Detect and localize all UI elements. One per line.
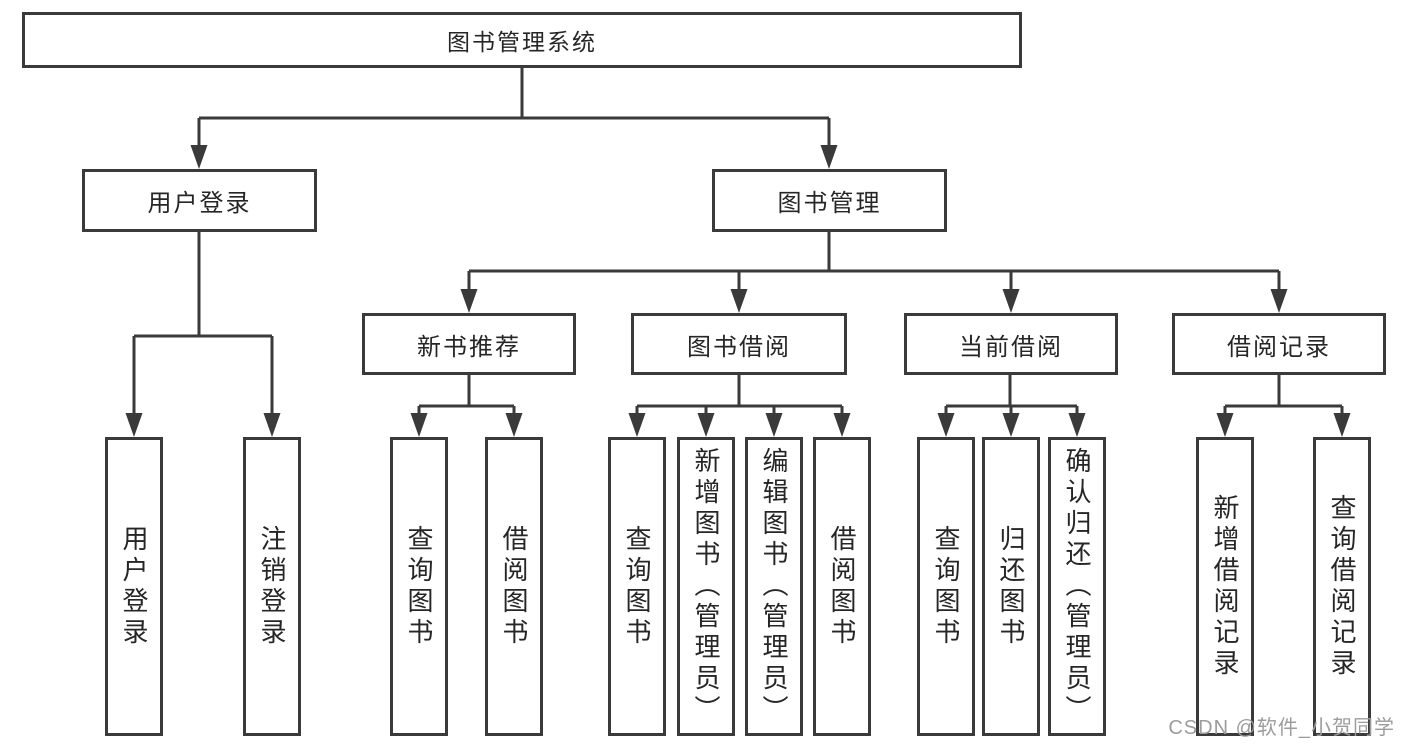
leaf-query-books-recommend-label: 查询图书 [404, 524, 434, 649]
leaf-query-books-recommend: 查询图书 [390, 437, 448, 736]
leaf-borrow-books-recommend-label: 借阅图书 [499, 524, 529, 649]
leaf-add-book-admin: 新增图书（管理员） [677, 437, 735, 736]
node-library-system-label: 图书管理系统 [447, 29, 597, 55]
leaf-query-books-borrowing: 查询图书 [608, 437, 666, 736]
node-book-management-label: 图书管理 [777, 190, 882, 217]
node-user-login: 用户登录 [82, 169, 317, 232]
leaf-edit-book-admin: 编辑图书（管理员） [745, 437, 803, 736]
node-current-borrowing: 当前借阅 [904, 313, 1118, 375]
node-borrowing-records-label: 借阅记录 [1227, 333, 1331, 361]
leaf-query-books-borrowing-label: 查询图书 [622, 524, 652, 649]
leaf-logout: 注销登录 [243, 437, 301, 736]
leaf-add-borrow-record-label: 新增借阅记录 [1210, 493, 1240, 680]
leaf-logout-label: 注销登录 [257, 524, 287, 649]
leaf-user-login-label: 用户登录 [119, 524, 149, 649]
csdn-watermark: CSDN @软件_小贺同学 [1168, 717, 1395, 739]
leaf-confirm-return-admin: 确认归还（管理员） [1048, 437, 1106, 736]
node-library-system: 图书管理系统 [22, 12, 1022, 68]
leaf-borrow-books-borrowing-label: 借阅图书 [827, 524, 857, 649]
leaf-return-books-label: 归还图书 [996, 524, 1026, 649]
leaf-borrow-books-borrowing: 借阅图书 [813, 437, 871, 736]
node-user-login-label: 用户登录 [147, 190, 252, 217]
leaf-borrow-books-recommend: 借阅图书 [485, 437, 543, 736]
node-borrowing-records: 借阅记录 [1172, 313, 1386, 375]
leaf-return-books: 归还图书 [982, 437, 1040, 736]
leaf-edit-book-admin-label: 编辑图书（管理员） [759, 447, 789, 726]
leaf-add-borrow-record: 新增借阅记录 [1196, 437, 1254, 736]
node-book-borrowing: 图书借阅 [631, 313, 847, 375]
node-current-borrowing-label: 当前借阅 [959, 333, 1063, 361]
leaf-add-book-admin-label: 新增图书（管理员） [691, 447, 721, 726]
leaf-query-books-current: 查询图书 [917, 437, 975, 736]
leaf-confirm-return-admin-label: 确认归还（管理员） [1062, 447, 1092, 726]
leaf-query-borrow-record-label: 查询借阅记录 [1327, 493, 1357, 680]
leaf-user-login: 用户登录 [105, 437, 163, 736]
leaf-query-borrow-record: 查询借阅记录 [1313, 437, 1371, 736]
node-book-borrowing-label: 图书借阅 [687, 333, 791, 361]
node-new-book-recommend: 新书推荐 [362, 313, 576, 375]
node-new-book-recommend-label: 新书推荐 [417, 333, 521, 361]
leaf-query-books-current-label: 查询图书 [931, 524, 961, 649]
node-book-management: 图书管理 [712, 169, 947, 232]
